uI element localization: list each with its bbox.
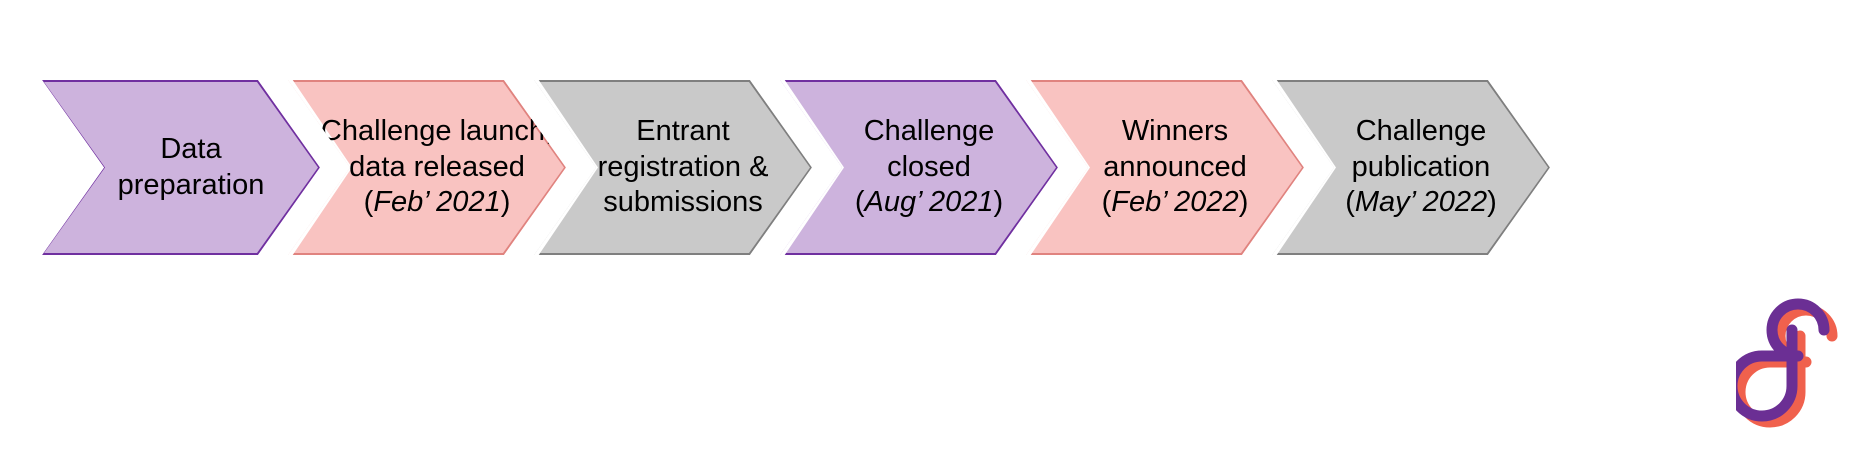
chevron-label-line: Entrant: [636, 115, 730, 148]
chevron-date-line: (Feb’ 2021): [363, 186, 511, 219]
chevron-label-line: data released: [349, 150, 525, 183]
chevron-label-line: Challenge: [1355, 115, 1487, 148]
chevron-date-line: (Feb’ 2022): [1101, 186, 1249, 219]
chevron-label-line: Data: [160, 133, 222, 166]
chevron-label-line: Winners: [1121, 115, 1229, 148]
chevron-step-challenge-launch-data-released[interactable]: Challenge launch,data released(Feb’ 2021…: [288, 80, 566, 255]
chevron-label-line: publication: [1351, 150, 1491, 183]
chevron-date-value: Feb’ 2021: [373, 186, 501, 219]
chevron-date-value: Feb’ 2022: [1111, 186, 1239, 219]
chevron-border: [42, 80, 320, 255]
chevron-label-line: preparation: [117, 168, 265, 201]
infinity-loop-logo: [1736, 298, 1838, 428]
chevron-date-line: (Aug’ 2021): [854, 186, 1004, 219]
chevron-label-line: Challenge: [863, 115, 995, 148]
chevron-label-line: announced: [1103, 150, 1247, 183]
chevron-label-line: registration &: [597, 150, 769, 183]
chevron-date-value: May’ 2022: [1354, 186, 1488, 219]
chevron-label-line: Challenge launch,: [320, 115, 554, 148]
chevron-label-line: submissions: [603, 186, 763, 219]
chevron-label-line: closed: [887, 150, 971, 183]
chevron-label: Challenge launch,data released(Feb’ 2021…: [275, 114, 579, 220]
chevron-date-value: Aug’ 2021: [864, 186, 994, 219]
chevron-date-line: (May’ 2022): [1345, 186, 1497, 219]
